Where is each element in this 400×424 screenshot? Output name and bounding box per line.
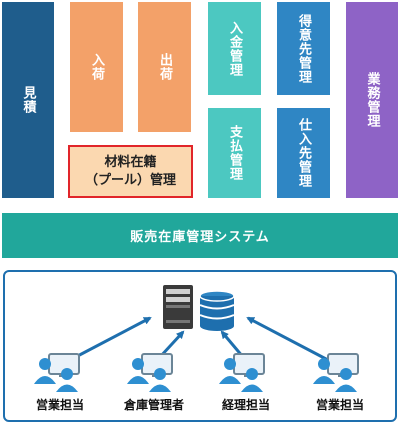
user-computer-icon bbox=[34, 353, 80, 392]
user-label-4: 営業担当 bbox=[315, 398, 364, 412]
module-shiiresaki: 仕入先管理 bbox=[277, 108, 330, 198]
module-mitsumori-label: 見積 bbox=[20, 86, 36, 114]
module-nyukin: 入金管理 bbox=[208, 2, 261, 95]
user-label-2: 倉庫管理者 bbox=[123, 398, 184, 412]
inventory-pool-block: 材料在籍 （プール）管理 bbox=[68, 145, 193, 198]
module-nyuka-label: 入荷 bbox=[89, 53, 104, 81]
module-nyukin-label: 入金管理 bbox=[227, 20, 242, 77]
user-group-3: 経理担当 bbox=[206, 350, 286, 418]
module-nyuka: 入荷 bbox=[70, 2, 123, 132]
module-shiharai: 支払管理 bbox=[208, 108, 261, 198]
module-tokuisaki: 得意先管理 bbox=[277, 2, 330, 95]
user-computer-icon bbox=[219, 353, 265, 392]
arrow-user2 bbox=[158, 330, 185, 359]
module-shiiresaki-label: 仕入先管理 bbox=[296, 118, 311, 188]
user-group-1: 営業担当 bbox=[22, 350, 98, 418]
system-bar: 販売在庫管理システム bbox=[2, 213, 398, 258]
module-shukka: 出荷 bbox=[138, 2, 191, 132]
user-computer-icon bbox=[127, 353, 173, 392]
arrow-user1 bbox=[69, 316, 152, 362]
module-tokuisaki-label: 得意先管理 bbox=[296, 13, 311, 84]
inventory-pool-line1: 材料在籍 bbox=[104, 154, 157, 170]
user-label-1: 営業担当 bbox=[35, 398, 84, 412]
arrow-user4 bbox=[246, 316, 329, 362]
database-icon bbox=[199, 290, 235, 331]
module-gyomu-label: 業務管理 bbox=[364, 72, 380, 128]
module-gyomu: 業務管理 bbox=[346, 2, 398, 198]
server-icon bbox=[163, 285, 193, 329]
module-shukka-label: 出荷 bbox=[157, 53, 172, 81]
system-name: 販売在庫管理システム bbox=[130, 230, 270, 245]
arrow-user3 bbox=[220, 330, 245, 358]
user-group-2: 倉庫管理者 bbox=[114, 350, 194, 418]
user-computer-icon bbox=[313, 353, 359, 392]
module-shiharai-label: 支払管理 bbox=[227, 125, 242, 181]
user-label-3: 経理担当 bbox=[221, 398, 270, 412]
module-mitsumori: 見積 bbox=[2, 2, 54, 198]
user-group-4: 営業担当 bbox=[300, 350, 380, 418]
inventory-pool-line2: （プール）管理 bbox=[84, 172, 176, 188]
